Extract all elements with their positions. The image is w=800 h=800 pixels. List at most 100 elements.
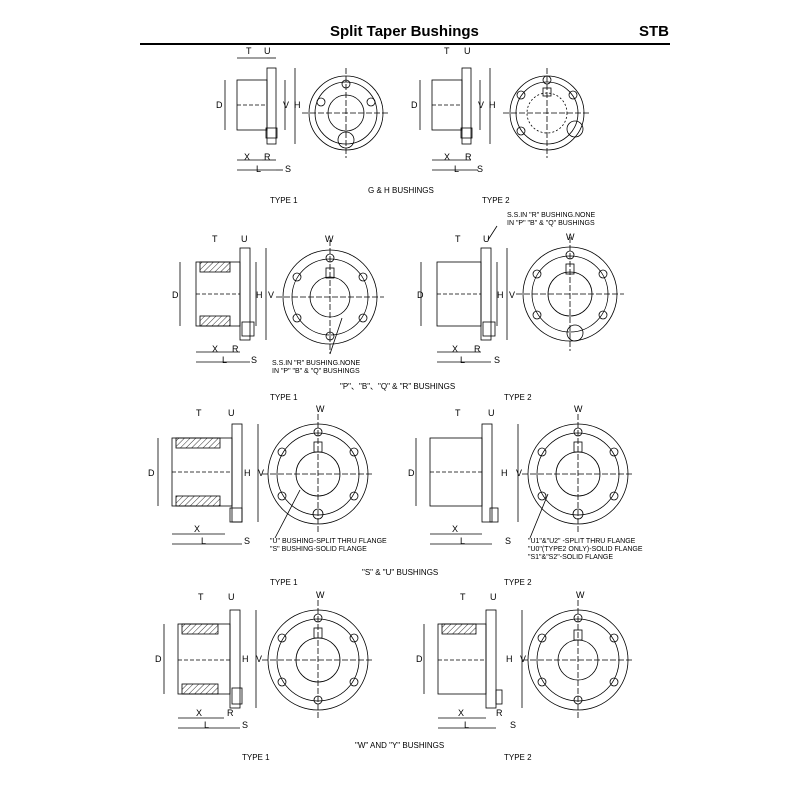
dim-d: D <box>417 290 424 300</box>
dim-l: L <box>460 536 466 546</box>
dim-x: X <box>194 524 201 534</box>
dim-v: V <box>283 100 290 110</box>
dim-h: H <box>489 100 496 110</box>
dim-u: U <box>264 46 271 56</box>
label-type2: TYPE 2 <box>482 196 510 205</box>
dim-x: X <box>452 344 459 354</box>
note-u1-u2: "U1"&"U2" -SPLIT THRU FLANGE <box>528 538 636 545</box>
dim-x: X <box>212 344 219 354</box>
dim-l: L <box>204 720 210 730</box>
dim-u: U <box>490 592 497 602</box>
label-type1: TYPE 1 <box>242 753 270 762</box>
dim-h: H <box>501 468 508 478</box>
p-b-q-r-type1-side-view <box>179 247 267 363</box>
catalog-code: STB <box>639 23 669 40</box>
caption-w-y: "W" AND "Y" BUSHINGS <box>355 741 445 750</box>
dim-s: S <box>505 536 512 546</box>
dim-w: W <box>574 404 583 414</box>
dim-w: W <box>316 590 325 600</box>
note-s1-s2: "S1"&"S2"-SOLID FLANGE <box>528 554 614 561</box>
label-type1: TYPE 1 <box>270 578 298 587</box>
dim-w: W <box>316 404 325 414</box>
caption-g-h: G & H BUSHINGS <box>368 186 434 195</box>
dim-v: V <box>478 100 485 110</box>
s-u-type1-front-view <box>262 414 374 534</box>
w-y-type2-front-view <box>522 600 634 720</box>
caption-p-b-q-r: "P"、"B"、"Q" & "R" BUSHINGS <box>340 382 456 391</box>
dim-d: D <box>172 290 179 300</box>
dim-s: S <box>477 164 484 174</box>
dim-s: S <box>242 720 249 730</box>
note-ss-r-2: IN "P" "B" & "Q" BUSHINGS <box>507 220 595 227</box>
dim-d: D <box>148 468 155 478</box>
w-y-type1-front-view <box>262 600 374 720</box>
label-type1: TYPE 1 <box>270 196 298 205</box>
dim-v: V <box>258 468 265 478</box>
w-y-type2-side-view <box>423 609 523 729</box>
g-h-type1-side-view <box>224 57 296 171</box>
dim-x: X <box>244 152 251 162</box>
dim-t: T <box>455 234 461 244</box>
dim-r: R <box>496 708 503 718</box>
dim-d: D <box>411 100 418 110</box>
dim-h: H <box>497 290 504 300</box>
dim-h: H <box>242 654 249 664</box>
g-h-type2-side-view <box>419 67 491 171</box>
note-u-split: "U" BUSHING-SPLIT THRU FLANGE <box>270 538 387 545</box>
dim-x: X <box>452 524 459 534</box>
dim-t: T <box>460 592 466 602</box>
dim-t: T <box>212 234 218 244</box>
dim-h: H <box>244 468 251 478</box>
label-type2: TYPE 2 <box>504 753 532 762</box>
dim-t: T <box>444 46 450 56</box>
dim-l: L <box>256 164 262 174</box>
dim-v: V <box>509 290 516 300</box>
dim-w: W <box>576 590 585 600</box>
dim-t: T <box>455 408 461 418</box>
p-b-q-r-type2-front-view <box>516 237 624 351</box>
dim-u: U <box>228 592 235 602</box>
dim-l: L <box>460 355 466 365</box>
dim-u: U <box>464 46 471 56</box>
dim-r: R <box>264 152 271 162</box>
header-rule <box>140 43 670 45</box>
dim-s: S <box>494 355 501 365</box>
w-y-type1-side-view <box>163 609 257 729</box>
dim-x: X <box>458 708 465 718</box>
dim-h: H <box>256 290 263 300</box>
dim-u: U <box>483 234 490 244</box>
dim-u: U <box>488 408 495 418</box>
dim-l: L <box>222 355 228 365</box>
dim-u: U <box>241 234 248 244</box>
dim-u: U <box>228 408 235 418</box>
label-type2: TYPE 2 <box>504 578 532 587</box>
dim-l: L <box>201 536 207 546</box>
p-b-q-r-type2-side-view <box>420 247 508 363</box>
dim-v: V <box>520 654 527 664</box>
dim-v: V <box>268 290 275 300</box>
dim-t: T <box>246 46 252 56</box>
s-u-type2-side-view <box>415 423 519 545</box>
page-title: Split Taper Bushings <box>330 23 479 40</box>
note-ss-r-1: S.S.IN "R" BUSHING.NONE <box>507 212 596 219</box>
note-ss-r-2: IN "P" "B" & "Q" BUSHINGS <box>272 368 360 375</box>
label-type1: TYPE 1 <box>270 393 298 402</box>
p-b-q-r-type1-front-view <box>276 240 384 354</box>
note-u0: "U0"(TYPE2 ONLY)-SOLID FLANGE <box>528 546 643 553</box>
dim-r: R <box>465 152 472 162</box>
dim-s: S <box>510 720 517 730</box>
dim-t: T <box>198 592 204 602</box>
dim-l: L <box>454 164 460 174</box>
dim-v: V <box>256 654 263 664</box>
dim-h: H <box>506 654 513 664</box>
dim-w: W <box>566 232 575 242</box>
dim-r: R <box>232 344 239 354</box>
dim-r: R <box>474 344 481 354</box>
dim-d: D <box>408 468 415 478</box>
dim-r: R <box>227 708 234 718</box>
dim-l: L <box>464 720 470 730</box>
caption-s-u: "S" & "U" BUSHINGS <box>362 568 439 577</box>
g-h-type2-front-view <box>503 68 591 158</box>
note-s-solid: "S" BUSHING-SOLID FLANGE <box>270 546 367 553</box>
